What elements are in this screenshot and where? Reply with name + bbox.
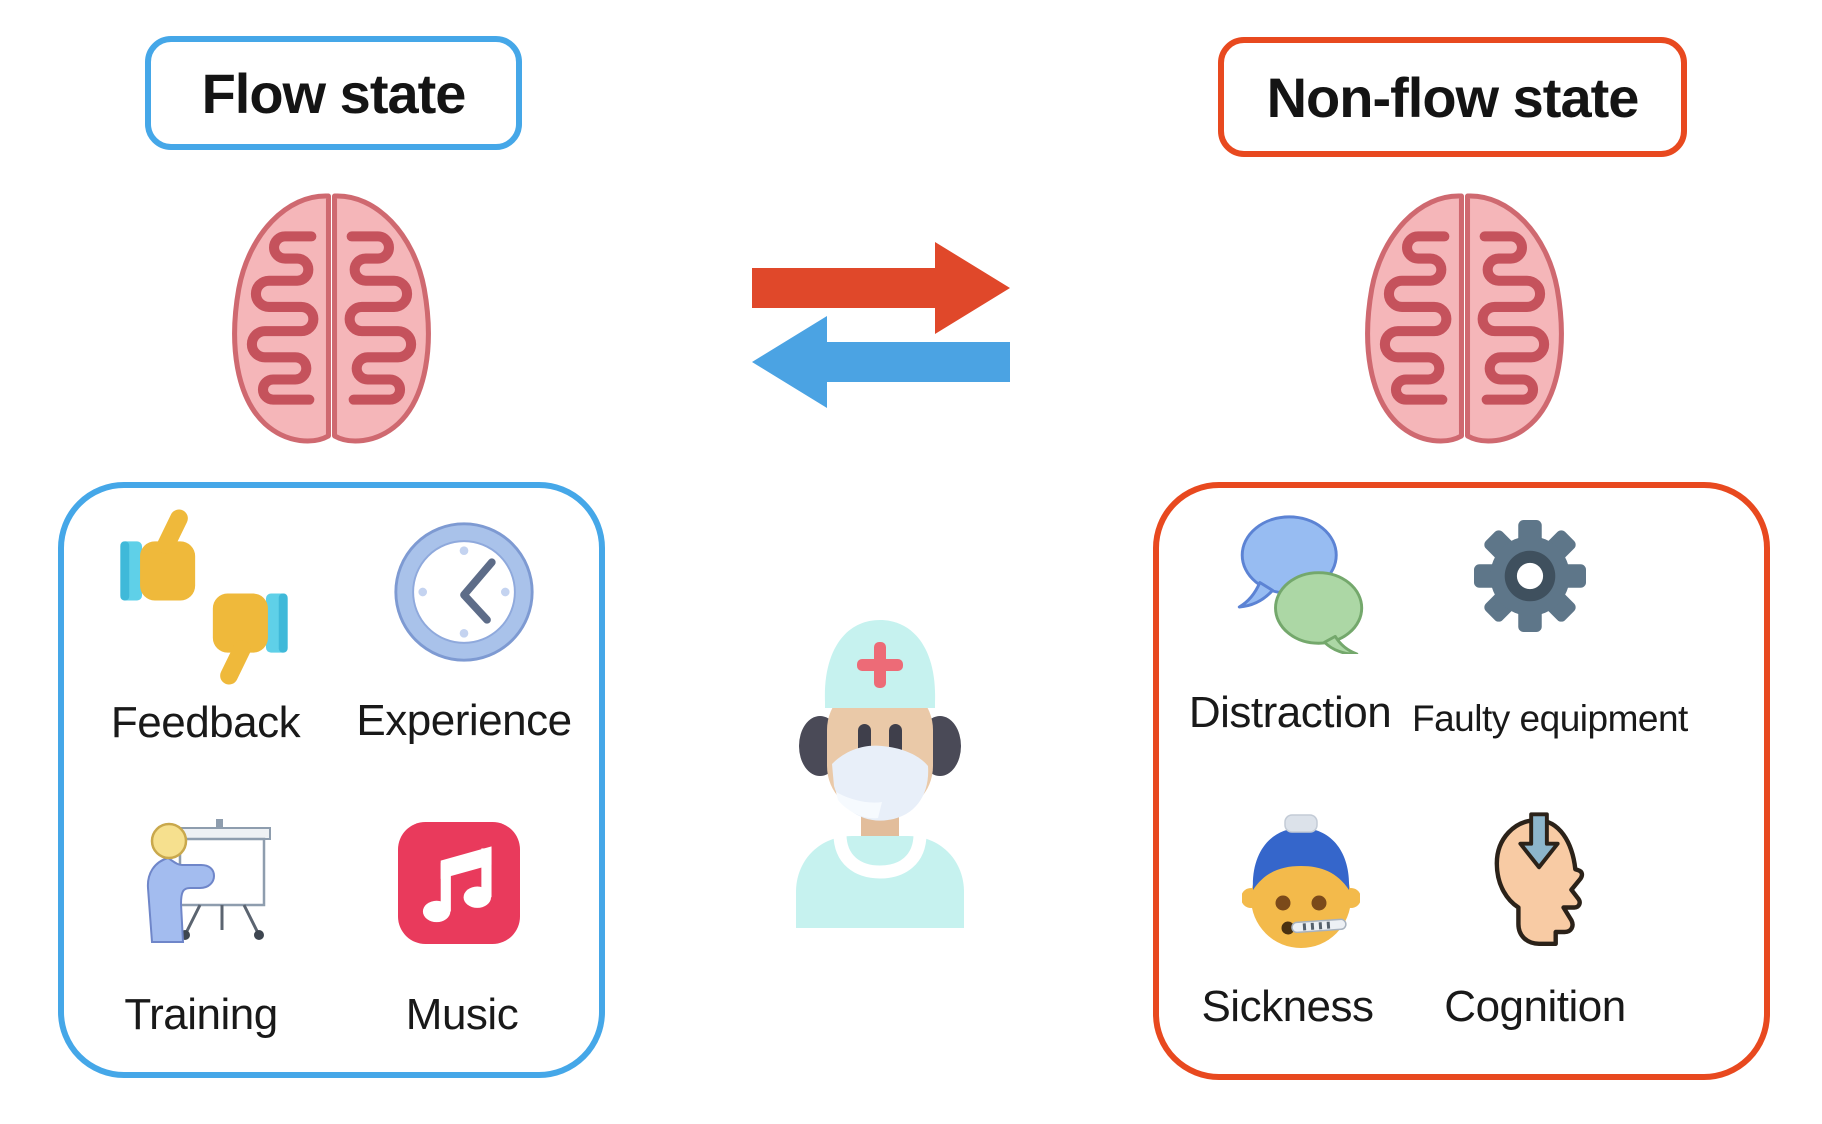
non-flow-factors-box — [1153, 482, 1770, 1080]
speech-bubbles-icon — [1237, 515, 1364, 654]
head-down-arrow-icon — [1494, 812, 1585, 946]
non-flow-state-title: Non-flow state — [1266, 65, 1640, 129]
factor-label: Distraction — [1188, 688, 1392, 737]
flow-state-title: Flow state — [201, 61, 467, 125]
presentation-trainer-icon — [146, 819, 271, 943]
flow-state-title-box: Flow state — [145, 36, 522, 150]
factor-label: Sickness — [1201, 982, 1374, 1031]
thumbs-up-down-icon — [120, 509, 288, 688]
factor-label: Music — [405, 990, 519, 1039]
factor-label: Experience — [356, 696, 572, 745]
surgeon-icon — [796, 620, 964, 928]
left-arrow-icon — [752, 316, 1010, 408]
sick-face-thermometer-icon — [1242, 814, 1360, 948]
music-note-icon — [398, 822, 520, 944]
brain-icon-flow — [232, 193, 431, 444]
gear-icon — [1474, 520, 1586, 632]
brain-icon-nonflow — [1365, 193, 1564, 444]
factor-label: Faulty equipment — [1412, 698, 1688, 739]
factor-label: Cognition — [1444, 982, 1626, 1031]
right-arrow-icon — [752, 242, 1010, 334]
factor-label: Feedback — [110, 698, 301, 747]
non-flow-state-title-box: Non-flow state — [1218, 37, 1687, 157]
clock-icon — [394, 522, 534, 662]
factor-label: Training — [124, 990, 278, 1039]
